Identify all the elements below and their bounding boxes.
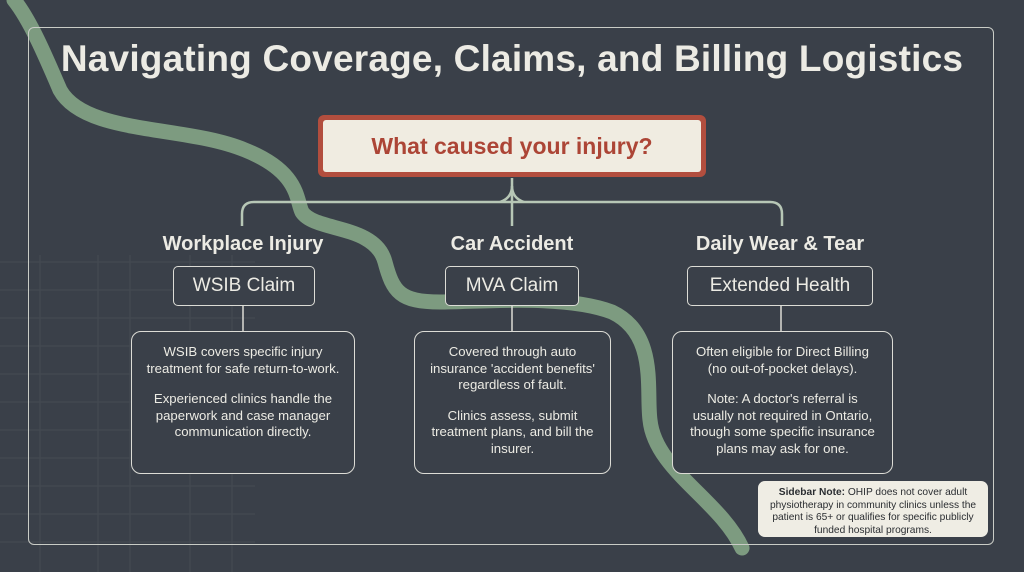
category-title-workplace: Workplace Injury [162,233,324,255]
claim-box-mva: MVA Claim [445,266,579,306]
description-card-wear: Often eligible for Direct Billing (no ou… [672,331,893,474]
question-text: What caused your injury? [323,120,701,172]
tree-connectors [240,178,784,226]
content-frame [28,27,994,545]
sidebar-label: Sidebar Note: [778,487,846,498]
winding-path [6,0,750,556]
sidebar-text: OHIP does not cover adult physiotherapy … [769,487,977,536]
claim-box-wsib: WSIB Claim [173,266,315,306]
claim-box-extended: Extended Health [687,266,873,306]
branch-connectors [242,306,782,331]
category-title-car: Car Accident [450,233,574,255]
description-text: Often eligible for Direct Billing (no ou… [696,344,869,376]
page-title: Navigating Coverage, Claims, and Billing… [60,38,964,79]
description-text: Covered through auto insurance 'accident… [430,344,595,392]
description-card-car: Covered through auto insurance 'accident… [414,331,611,474]
description-text: Clinics assess, submit treatment plans, … [431,407,594,456]
description-text: Experienced clinics handle the paperwork… [153,391,333,439]
question-box: What caused your injury? [318,115,706,177]
category-title-wear: Daily Wear & Tear [695,233,865,255]
description-card-workplace: WSIB covers specific injury treatment fo… [131,331,355,474]
sidebar-note: Sidebar Note: OHIP does not cover adult … [758,481,988,537]
grid-texture [0,255,255,572]
description-text: Note: A doctor's referral is usually not… [690,391,875,456]
description-text: WSIB covers specific injury treatment fo… [146,344,340,376]
